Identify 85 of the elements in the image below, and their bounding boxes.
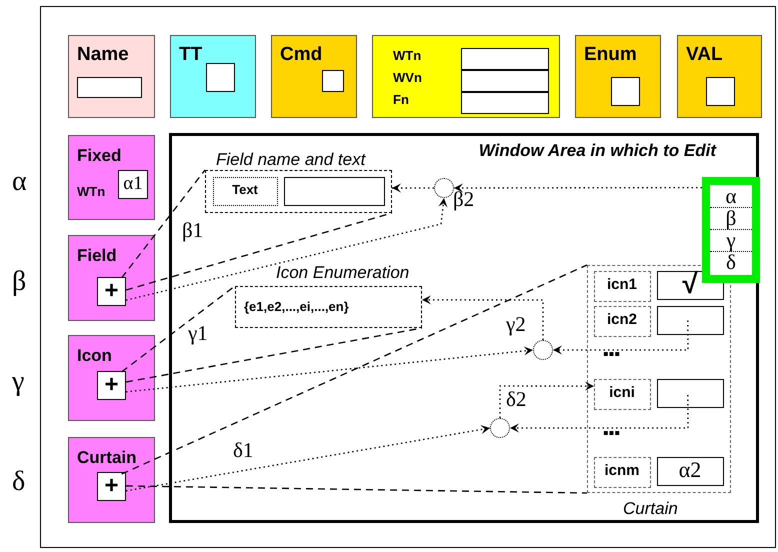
dashed-box [594,306,650,336]
enumeration-text: {e1,e2,...,ei,...,en} [244,300,349,313]
greek-letter-label: δ [12,468,26,496]
expand-box [97,472,126,501]
node-label: α2 [678,459,702,481]
node-label: icn1 [606,277,637,292]
palette-box [271,35,357,118]
greek-letter-label: γ [12,368,24,396]
plus-sign: + [104,278,118,302]
arrow [126,346,534,393]
palette-box [677,35,762,118]
object-box [68,335,155,421]
node-label: VAL [686,45,723,64]
node-label: α1 [123,174,143,193]
input-field [118,170,148,199]
node-label: WVn [393,71,422,84]
greek-letter-label: β1 [182,220,204,241]
arrow [510,394,689,432]
node-label: WTn [393,49,422,62]
node-label: Name [77,45,129,64]
leader-line [126,327,422,383]
arrow [422,295,544,340]
palette-box [575,35,661,118]
arrow [126,198,448,301]
node-label: Cmd [280,45,322,64]
node-label: icni [609,385,635,400]
greek-letter-label: δ2 [506,389,526,410]
node-label: Enum [584,45,637,64]
greek-letter-label: γ1 [188,323,208,344]
greek-letter-label: δ1 [233,440,254,461]
palette-box [170,35,256,118]
node-label: icnm [604,463,640,478]
plus-sign: + [104,474,118,498]
object-box [68,135,155,220]
ellipsis-mark: ▪▪▪ [603,347,620,363]
group-heading: Icon Enumeration [276,264,410,281]
node-label: Text [232,183,258,196]
input-field [284,176,384,206]
object-box [68,235,155,321]
leader-line [121,264,588,475]
palette-box [372,35,560,118]
arrow [126,425,490,492]
leader-line [126,212,392,291]
object-box [68,437,155,523]
greek-letter-label: γ2 [506,314,526,335]
greek-letter-label: β [726,208,736,229]
greek-letter-label: δ [726,252,736,273]
node-label: Fixed [77,147,122,164]
selector-box [702,177,760,283]
dashed-box [594,378,650,410]
arrow [499,382,594,418]
input-field [656,378,724,408]
node-label: Fn [393,93,409,106]
node-label: √ [682,270,698,298]
greek-letter-label: β2 [453,189,474,210]
greek-letter-label: γ [726,230,736,251]
node-label: icn2 [606,312,637,327]
expand-box [97,277,126,306]
group-heading: Curtain [623,500,678,517]
expand-box [97,371,126,400]
dashed-box [594,270,650,302]
plus-sign: + [104,372,118,396]
greek-letter-label: β [12,268,26,296]
palette-box [68,35,155,118]
arrow [454,183,702,192]
node-label: Curtain [77,449,136,466]
greek-letter-label: α [725,186,736,207]
arrow [553,320,689,354]
group-heading: Window Area in which to Edit [478,142,716,159]
dashed-box [594,456,650,488]
leader-line [121,170,206,278]
node-label: Icon [77,347,112,364]
input-field [656,306,724,334]
input-field [656,456,724,486]
leader-line [126,485,588,494]
ellipsis-mark: ▪▪▪ [603,426,620,442]
arrow [392,184,434,193]
node-label: TT [179,45,202,64]
leader-line [121,285,236,372]
dotted-box [212,176,278,206]
node-label: WTn [77,185,106,198]
node-label: Field [77,247,117,264]
window-area [169,133,759,523]
greek-letter-label: α [12,168,27,196]
group-heading: Field name and text [216,151,366,168]
